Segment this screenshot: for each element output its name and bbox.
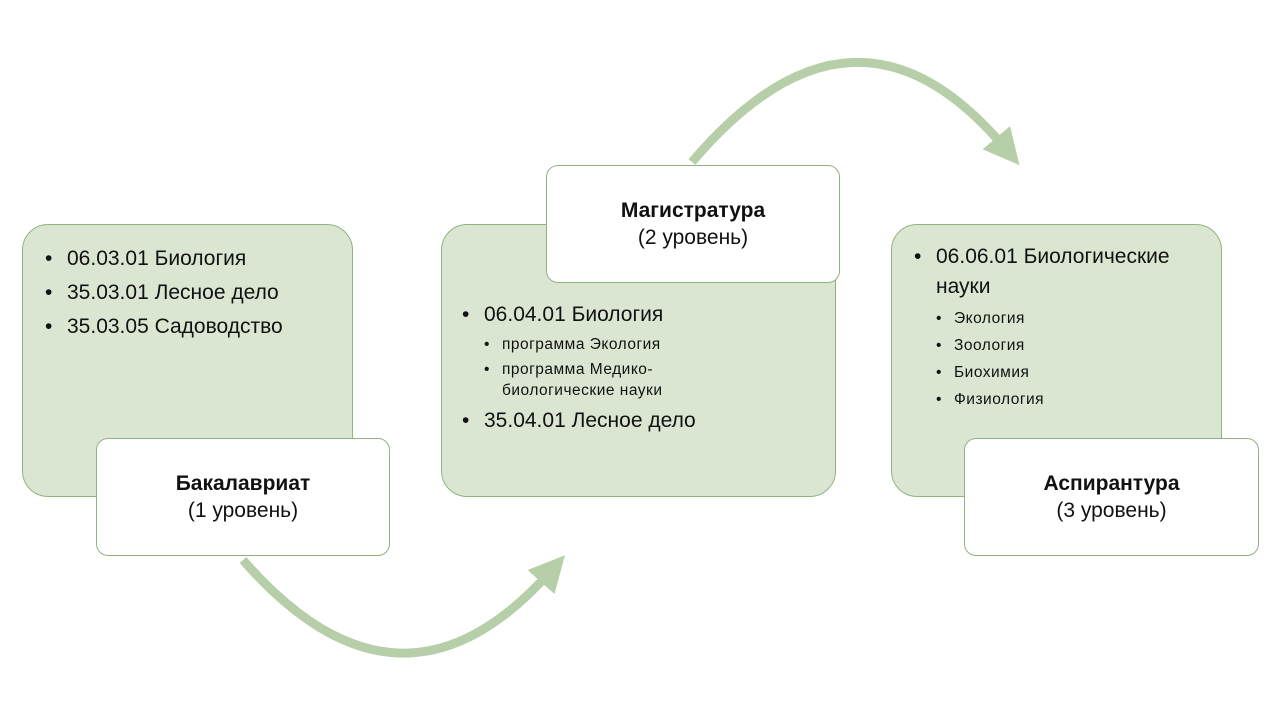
subprogram-item: программа Медико-биологические науки xyxy=(482,357,712,404)
phd-title: Аспирантура xyxy=(1043,472,1180,495)
program-item: 35.03.05 Садоводство xyxy=(45,310,352,344)
subprogram-item: Зоология xyxy=(934,332,1221,359)
master-level: (2 уровень) xyxy=(637,226,749,249)
program-item: 06.06.01 Биологические науки xyxy=(914,242,1176,302)
bachelor-title: Бакалавриат xyxy=(175,472,311,495)
master-title: Магистратура xyxy=(620,199,766,222)
program-item: 35.03.01 Лесное дело xyxy=(45,276,352,310)
subprogram-item: программа Экология xyxy=(482,332,835,357)
bachelor-level-box: Бакалавриат (1 уровень) xyxy=(96,438,390,556)
phd-level-box: Аспирантура (3 уровень) xyxy=(964,438,1259,556)
arrow-master-to-phd xyxy=(688,57,1020,166)
program-item: 35.04.01 Лесное дело xyxy=(462,404,835,438)
subprogram-item: Физиология xyxy=(934,386,1221,413)
phd-level: (3 уровень) xyxy=(1056,499,1167,522)
arrow-bachelor-to-master xyxy=(239,555,565,658)
bachelor-level: (1 уровень) xyxy=(187,499,299,522)
master-level-box: Магистратура (2 уровень) xyxy=(546,165,840,283)
subprogram-item: Экология xyxy=(934,305,1221,332)
program-item: 06.04.01 Биология xyxy=(462,298,835,332)
subprogram-item: Биохимия xyxy=(934,359,1221,386)
program-item: 06.03.01 Биология xyxy=(45,242,352,276)
